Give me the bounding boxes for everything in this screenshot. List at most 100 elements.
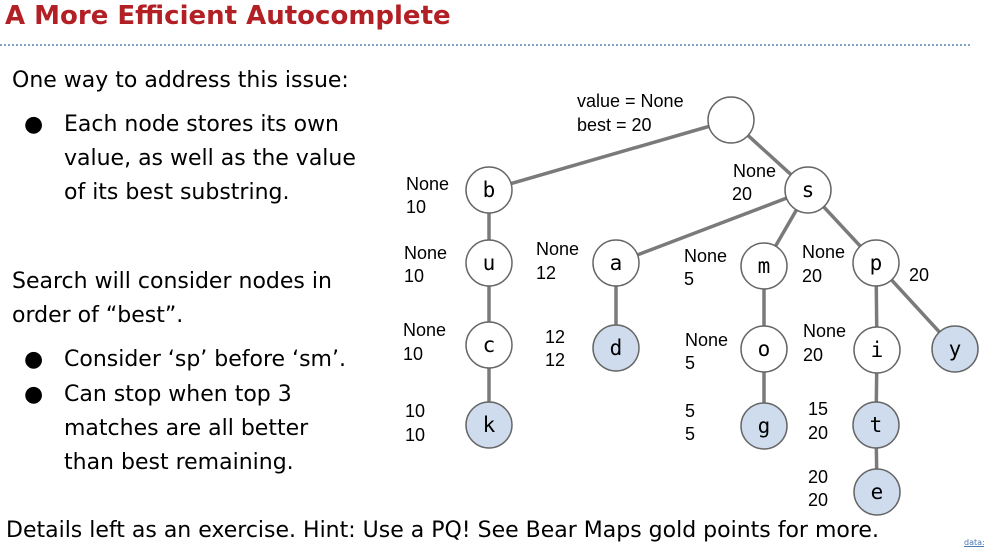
- bullet-icon: ●: [24, 112, 44, 137]
- bullet-text: Consider ‘sp’ before ‘sm’.: [64, 343, 346, 377]
- node-char: u: [483, 251, 496, 275]
- trie-node-p: p: [852, 239, 900, 287]
- node-char: p: [870, 251, 883, 275]
- bullet-icon: ●: [24, 382, 44, 407]
- bullet-text: Each node stores its own value, as well …: [64, 108, 356, 210]
- bullet-line: Can stop when top 3: [64, 382, 292, 407]
- bullet-line: of its best substring.: [64, 180, 290, 205]
- edge-root-b: [510, 124, 710, 186]
- node-best-label: 20: [803, 345, 823, 365]
- intro-text: One way to address this issue:: [12, 68, 349, 93]
- edge-p-y: [890, 278, 941, 334]
- bullet-text: Can stop when top 3 matches are all bett…: [64, 378, 308, 480]
- node-circle: [784, 166, 832, 214]
- node-char: g: [758, 414, 771, 438]
- node-char: i: [871, 338, 884, 362]
- node-char: b: [483, 178, 496, 202]
- node-value-label: 10: [405, 401, 425, 421]
- node-value-label: None: [406, 174, 449, 194]
- node-circle: [852, 239, 900, 287]
- node-value-label: 20: [909, 265, 929, 285]
- node-circle: [707, 96, 755, 144]
- trie-node-a: a: [592, 239, 640, 287]
- node-circle: [465, 239, 513, 287]
- node-best-label: 5: [684, 269, 694, 289]
- node-circle: [853, 326, 901, 374]
- bullet-line: Each node stores its own: [64, 112, 339, 137]
- bullet-icon: ●: [24, 347, 44, 372]
- trie-node-o: o: [740, 325, 788, 373]
- node-circle: [465, 166, 513, 214]
- node-value-label: 5: [685, 401, 695, 421]
- node-char: s: [802, 178, 815, 202]
- node-value-label: None: [803, 321, 846, 341]
- node-best-label: 10: [405, 425, 425, 445]
- edge-root-s: [746, 134, 793, 176]
- node-circle: [465, 321, 513, 369]
- node-circle: [592, 324, 640, 372]
- node-value-label: None: [802, 242, 845, 262]
- trie-node-i: i: [853, 326, 901, 374]
- trie-node-e: e: [853, 468, 901, 516]
- node-value-label: None: [685, 330, 728, 350]
- node-value-label: 15: [808, 399, 828, 419]
- node-circle: [740, 242, 788, 290]
- node-char: e: [871, 480, 884, 504]
- node-char: a: [610, 251, 623, 275]
- footer-text: Details left as an exercise. Hint: Use a…: [6, 518, 879, 543]
- node-best-label: 5: [685, 424, 695, 444]
- node-char: m: [758, 254, 771, 278]
- trie-node-y: y: [931, 325, 979, 373]
- trie-node-s: s: [784, 166, 832, 214]
- search-text-line2: order of “best”.: [12, 303, 184, 328]
- bullet-line: Consider ‘sp’ before ‘sm’.: [64, 347, 346, 372]
- node-best-label: 12: [545, 350, 565, 370]
- node-char: d: [610, 336, 623, 360]
- node-value-label: 20: [808, 467, 828, 487]
- node-best-label: 20: [808, 490, 828, 510]
- trie-node-t: t: [852, 401, 900, 449]
- trie-node-g: g: [740, 402, 788, 450]
- node-best-label: 10: [404, 266, 424, 286]
- node-circle: [931, 325, 979, 373]
- corner-link-fragment: data:: [964, 538, 984, 547]
- bullet-line: matches are all better: [64, 416, 309, 441]
- node-char: y: [949, 337, 962, 361]
- node-value-label: None: [733, 161, 776, 181]
- trie-node-m: m: [740, 242, 788, 290]
- edge-s-a: [636, 196, 788, 257]
- node-best-label: 20: [808, 423, 828, 443]
- node-value-label: 12: [545, 327, 565, 347]
- root-best-label: best = 20: [577, 115, 652, 135]
- edge-s-p: [822, 205, 862, 248]
- node-value-label: None: [536, 239, 579, 259]
- bullet-line: than best remaining.: [64, 450, 294, 475]
- slide-title: A More Efficient Autocomplete: [5, 1, 451, 31]
- node-best-label: 10: [403, 344, 423, 364]
- node-char: o: [758, 337, 771, 361]
- search-text-line1: Search will consider nodes in: [12, 269, 332, 294]
- node-circle: [740, 325, 788, 373]
- node-circle: [740, 402, 788, 450]
- node-value-label: None: [404, 243, 447, 263]
- node-best-label: 12: [536, 263, 556, 283]
- node-best-label: 10: [406, 197, 426, 217]
- node-value-label: None: [684, 246, 727, 266]
- node-char: k: [483, 413, 496, 437]
- node-best-label: 5: [685, 353, 695, 373]
- node-char: c: [483, 333, 496, 357]
- node-char: t: [870, 413, 883, 437]
- title-divider: [0, 44, 970, 46]
- node-best-label: 20: [732, 184, 752, 204]
- trie-node-d: d: [592, 324, 640, 372]
- trie-node-k: k: [465, 401, 513, 449]
- trie-node-root: [707, 96, 755, 144]
- node-circle: [465, 401, 513, 449]
- trie-node-b: b: [465, 166, 513, 214]
- trie-node-u: u: [465, 239, 513, 287]
- edge-s-m: [774, 209, 798, 247]
- node-circle: [853, 468, 901, 516]
- node-best-label: 20: [802, 266, 822, 286]
- node-circle: [592, 239, 640, 287]
